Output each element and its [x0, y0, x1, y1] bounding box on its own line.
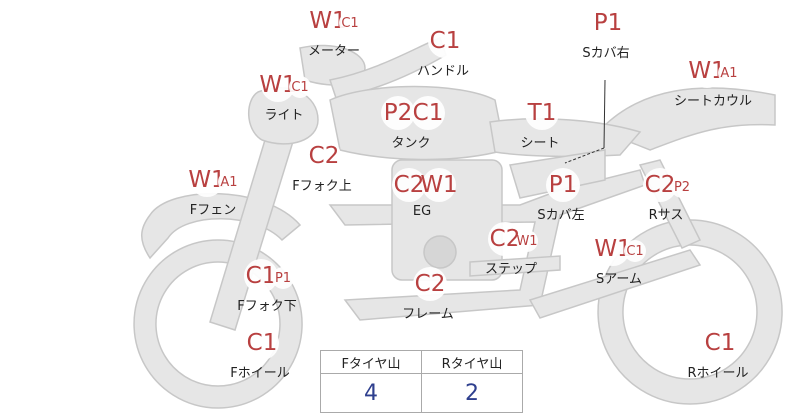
- part-label: Sアーム: [595, 272, 643, 287]
- grade-badge: C1: [428, 24, 462, 58]
- part-label: Rホイール: [687, 366, 749, 381]
- swing-arm-shape: [528, 249, 702, 319]
- grade-badge-sub: P2: [671, 176, 693, 198]
- grade-group: P1: [591, 6, 625, 40]
- grade-group: C1: [703, 326, 737, 360]
- grade-badge-sub: A1: [718, 62, 740, 84]
- part-label: シートカウル: [673, 94, 753, 109]
- tire-header-rear: Rタイヤ山: [421, 350, 523, 374]
- grade-badge: W1: [420, 168, 458, 202]
- grade-group: W1 C1: [309, 4, 361, 38]
- tire-value-front: 4: [320, 373, 422, 413]
- grade-badge: P1: [591, 6, 625, 40]
- grade-badge-sub: A1: [218, 171, 240, 193]
- grade-badge: C2: [392, 168, 426, 202]
- grade-badge: C2: [643, 168, 677, 202]
- part-label: メーター: [307, 44, 361, 59]
- grade-badge: C1: [411, 96, 445, 130]
- grade-badge-sub: C1: [624, 240, 646, 262]
- grade-badge-sub: P1: [272, 267, 294, 289]
- grade-badge-sub: C1: [289, 76, 311, 98]
- seat-cowl-shape: [598, 87, 776, 151]
- part-label: フレーム: [402, 307, 454, 322]
- grade-badge: P2: [381, 96, 415, 130]
- grade-badge-sub: W1: [516, 230, 538, 252]
- part-label: Fフォク上: [292, 179, 352, 194]
- part-label: Fホイール: [230, 366, 290, 381]
- grade-badge: T1: [525, 96, 559, 130]
- grade-group: P1: [546, 168, 580, 202]
- grade-group: W1 C1: [259, 68, 311, 102]
- grade-badge: C1: [703, 326, 737, 360]
- grade-group: C2 W1: [392, 168, 458, 202]
- part-label: ステップ: [484, 262, 538, 277]
- grade-badge: C2: [488, 222, 522, 256]
- part-label: シート: [520, 136, 560, 151]
- grade-badge: W1: [259, 68, 297, 102]
- grade-group: C2: [307, 139, 341, 173]
- tire-tread-table: Fタイヤ山 Rタイヤ山 4 2: [320, 350, 523, 413]
- grade-group: W1 A1: [688, 54, 740, 88]
- part-label: EG: [412, 204, 432, 219]
- grade-badge: W1: [688, 54, 726, 88]
- grade-group: T1: [525, 96, 559, 130]
- grade-badge: C1: [244, 259, 278, 293]
- grade-badge-sub: C1: [339, 12, 361, 34]
- grade-badge: C2: [413, 267, 447, 301]
- grade-group: W1 A1: [188, 163, 240, 197]
- grade-group: C1: [245, 326, 279, 360]
- grade-badge: W1: [594, 232, 632, 266]
- grade-group: P2 C1: [381, 96, 445, 130]
- step-shape: [469, 255, 561, 277]
- tire-header-front: Fタイヤ山: [320, 350, 422, 374]
- grade-group: C2 W1: [488, 222, 538, 256]
- part-label: Rサス: [648, 208, 684, 223]
- tire-value-rear: 2: [421, 373, 523, 413]
- part-label: ハンドル: [416, 64, 470, 79]
- grade-group: C1: [428, 24, 462, 58]
- grade-group: C1 P1: [244, 259, 294, 293]
- grade-badge: C2: [307, 139, 341, 173]
- part-label: Fフォク下: [237, 299, 297, 314]
- part-label: Sカバ左: [537, 208, 585, 223]
- grade-group: W1 C1: [594, 232, 646, 266]
- part-label: ライト: [264, 108, 304, 123]
- grade-badge: C1: [245, 326, 279, 360]
- part-label: Fフェン: [189, 203, 237, 218]
- part-label: タンク: [391, 136, 431, 151]
- part-label: Sカバ右: [582, 46, 630, 61]
- grade-group: C2 P2: [643, 168, 693, 202]
- grade-group: C2: [413, 267, 447, 301]
- grade-badge: P1: [546, 168, 580, 202]
